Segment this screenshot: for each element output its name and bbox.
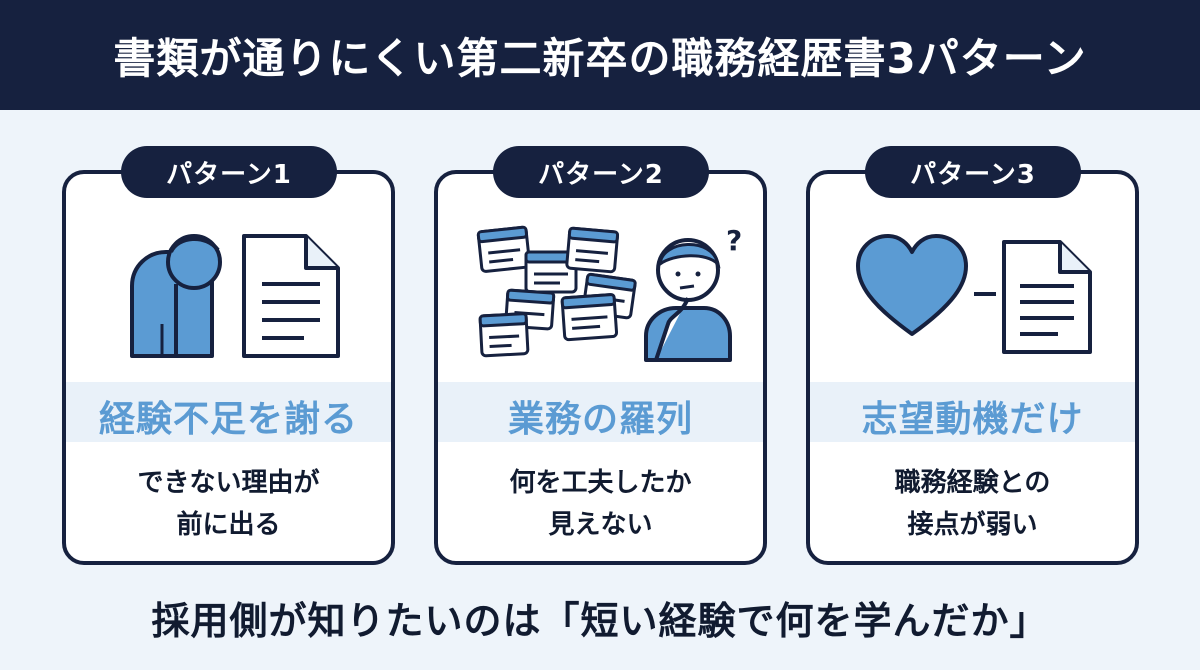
scattered-cards-icon xyxy=(476,225,637,358)
page-title: 書類が通りにくい第二新卒の職務経歴書3パターン xyxy=(113,33,1087,83)
pattern-card-1: 経験不足を謝る できない理由が 前に出る xyxy=(62,170,395,565)
card-description: 何を工夫したか 見えない xyxy=(509,468,692,540)
pattern-label-3: パターン3 xyxy=(865,146,1081,198)
card-description: できない理由が 前に出る xyxy=(137,468,320,540)
document-icon xyxy=(242,234,340,358)
pattern-label-1: パターン1 xyxy=(121,146,337,198)
question-mark: ? xyxy=(726,224,742,257)
headline-band xyxy=(438,382,763,442)
illustration-2: ? xyxy=(476,224,742,362)
headline-band xyxy=(66,382,391,442)
card-headline: 経験不足を謝る xyxy=(98,399,358,440)
document-icon xyxy=(1002,240,1092,354)
illustration-1 xyxy=(130,234,340,358)
card-headline: 業務の羅列 xyxy=(507,399,693,440)
footer-message: 採用側が知りたいのは「短い経験で何を学んだか」 xyxy=(151,599,1049,643)
pattern-label-2: パターン2 xyxy=(493,146,709,198)
headline-band xyxy=(810,382,1135,442)
illustration-3 xyxy=(856,234,1092,354)
thinking-person-icon: ? xyxy=(644,224,742,362)
card-headline: 志望動機だけ xyxy=(861,399,1084,440)
heart-icon xyxy=(856,234,968,336)
card-description: 職務経験との 接点が弱い xyxy=(894,468,1051,540)
pattern-card-3: 志望動機だけ 職務経験との 接点が弱い xyxy=(806,170,1139,565)
bowing-person-icon xyxy=(130,234,222,358)
header-bar: 書類が通りにくい第二新卒の職務経歴書3パターン xyxy=(0,0,1200,110)
pattern-card-2: ? 業務の羅列 何を工夫したか 見えない xyxy=(434,170,767,565)
